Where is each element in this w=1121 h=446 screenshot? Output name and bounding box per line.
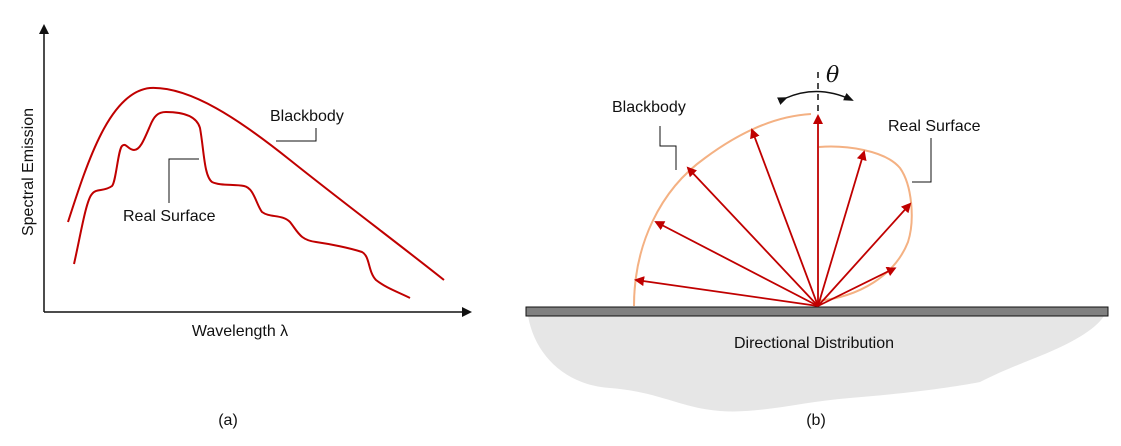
y-axis-label: Spectral Emission	[20, 108, 37, 236]
caption-a: (a)	[218, 412, 238, 429]
arrow-bb-1	[634, 276, 819, 307]
real-surface-leader	[168, 158, 199, 203]
real-surface-label-a: Real Surface	[123, 208, 216, 225]
real-surface-envelope	[816, 145, 913, 302]
theta-label: θ	[826, 63, 839, 88]
arrow-rs-1	[817, 150, 867, 307]
surface-plate	[525, 306, 1109, 317]
surface-label: Directional Distribution	[734, 335, 894, 352]
real-surface-curve	[73, 110, 411, 299]
panel-b-directional-plot: θ Blackbody Real Surface Directional Dis…	[525, 63, 1109, 429]
arrow-rs-3	[817, 267, 897, 307]
x-axis-label: Wavelength λ	[192, 323, 288, 340]
blackbody-leader-b	[659, 126, 677, 170]
panel-a-spectral-plot: Blackbody Real Surface Spectral Emission…	[20, 24, 472, 429]
arrow-bb-4	[750, 128, 819, 307]
real-surface-label-b: Real Surface	[888, 118, 981, 135]
blackbody-label-b: Blackbody	[612, 99, 686, 116]
arrow-bb-2	[654, 221, 819, 307]
blackbody-curve	[67, 86, 445, 281]
arrow-rs-2	[817, 202, 912, 307]
blackbody-envelope	[633, 113, 812, 307]
blackbody-label-a: Blackbody	[270, 108, 344, 125]
blackbody-leader	[276, 128, 317, 142]
real-surface-leader-b	[912, 138, 932, 183]
angle-arc	[777, 90, 854, 105]
emission-arrows	[634, 114, 912, 307]
ground-shape	[528, 316, 1104, 412]
arrow-bb-3	[686, 166, 819, 307]
caption-b: (b)	[806, 412, 826, 429]
